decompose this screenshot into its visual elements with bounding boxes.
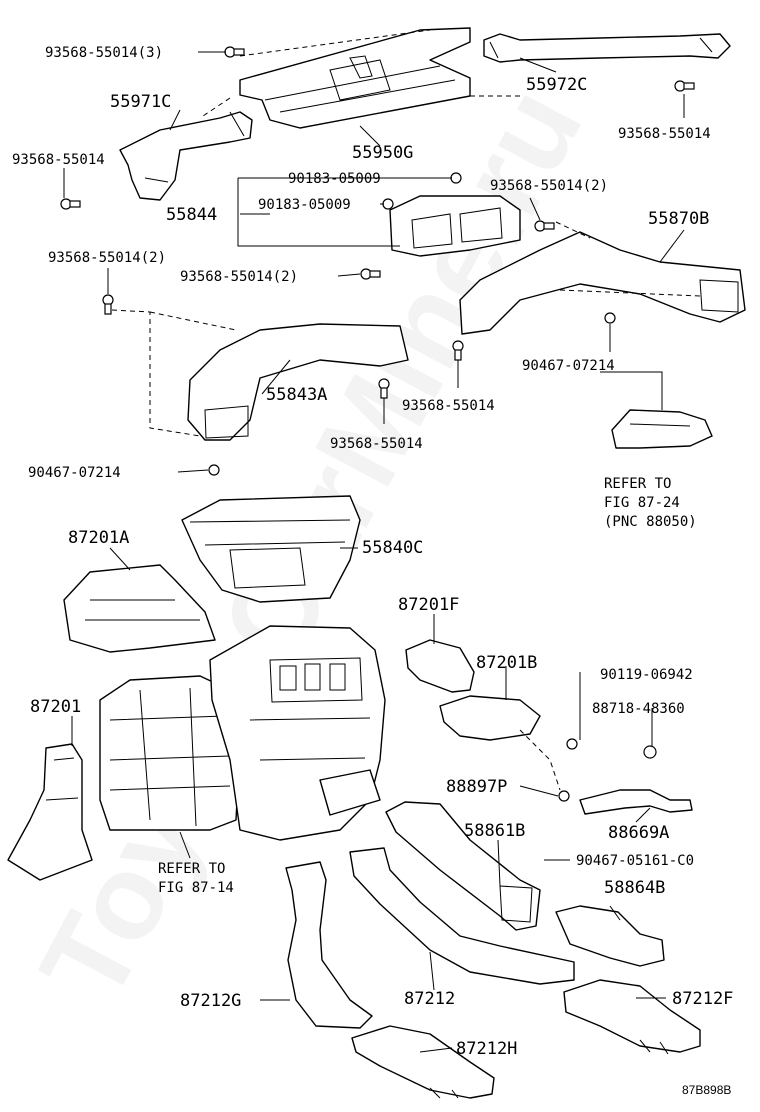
sensor-hose-88669a bbox=[558, 738, 693, 815]
bolt-icon bbox=[60, 46, 695, 476]
label-90467-07214-b: 90467-07214 bbox=[28, 465, 121, 481]
label-93568-55014-2c: 93568-55014(2) bbox=[180, 269, 298, 285]
label-87201b: 87201B bbox=[476, 653, 537, 673]
duct-58861b bbox=[385, 801, 541, 931]
label-93568-55014-2b: 93568-55014(2) bbox=[48, 250, 166, 266]
label-58864b: 58864B bbox=[604, 878, 665, 898]
refer-note-8714-line1: REFER TO bbox=[158, 861, 225, 877]
label-55972c: 55972C bbox=[526, 75, 587, 95]
label-93568-55014-d: 93568-55014 bbox=[330, 436, 423, 452]
label-88718-48360: 88718-48360 bbox=[592, 701, 685, 717]
label-55950g: 55950G bbox=[352, 143, 413, 163]
refer-note-8714-line2: FIG 87-14 bbox=[158, 880, 234, 896]
duct-87201b bbox=[439, 695, 541, 741]
label-90183-05009-a: 90183-05009 bbox=[288, 171, 381, 187]
label-55844: 55844 bbox=[166, 205, 217, 225]
refer-note-88050-line2: FIG 87-24 bbox=[604, 495, 680, 511]
diagram-code: 87B898B bbox=[682, 1083, 731, 1097]
label-93568-55014-3: 93568-55014(3) bbox=[45, 45, 163, 61]
label-55840c: 55840C bbox=[362, 538, 423, 558]
label-93568-55014-2a: 93568-55014(2) bbox=[490, 178, 608, 194]
side-duct-55870b bbox=[459, 231, 746, 335]
label-93568-55014-b: 93568-55014 bbox=[12, 152, 105, 168]
air-duct-55840c bbox=[181, 495, 361, 603]
label-87212h: 87212H bbox=[456, 1039, 517, 1059]
label-55870b: 55870B bbox=[648, 209, 709, 229]
refer-note-88050-line3: (PNC 88050) bbox=[604, 514, 697, 530]
leader-lines bbox=[63, 51, 685, 1053]
center-vent-55844 bbox=[389, 195, 521, 257]
duct-87212 bbox=[349, 847, 575, 985]
defroster-nozzle-55950g bbox=[239, 27, 471, 129]
label-87212g: 87212G bbox=[180, 991, 241, 1011]
label-55843a: 55843A bbox=[266, 385, 327, 405]
duct-87201 bbox=[7, 743, 93, 881]
duct-87212g bbox=[285, 861, 373, 1029]
duct-58864b bbox=[555, 905, 665, 967]
side-duct-55972c bbox=[483, 33, 731, 63]
hvac-unit-assembly bbox=[99, 625, 386, 841]
label-90119-06942: 90119-06942 bbox=[600, 667, 693, 683]
side-duct-55971c bbox=[119, 111, 253, 201]
label-88897p: 88897P bbox=[446, 777, 507, 797]
duct-87212h bbox=[351, 1025, 495, 1099]
duct-87201f bbox=[405, 639, 475, 693]
duct-87201a bbox=[63, 564, 216, 653]
label-87201f: 87201F bbox=[398, 595, 459, 615]
label-87212: 87212 bbox=[404, 989, 455, 1009]
label-93568-55014-c: 93568-55014 bbox=[402, 398, 495, 414]
side-duct-55843a bbox=[187, 323, 409, 441]
label-90467-05161-c0: 90467-05161-C0 bbox=[576, 853, 694, 869]
label-87201a: 87201A bbox=[68, 528, 129, 548]
duct-87212f bbox=[563, 979, 701, 1055]
refer-note-88050-line1: REFER TO bbox=[604, 476, 671, 492]
label-58861b: 58861B bbox=[464, 821, 525, 841]
label-90467-07214-a: 90467-07214 bbox=[522, 358, 615, 374]
bracket-88050 bbox=[611, 409, 713, 449]
label-55971c: 55971C bbox=[110, 92, 171, 112]
label-93568-55014-a: 93568-55014 bbox=[618, 126, 711, 142]
label-87212f: 87212F bbox=[672, 989, 733, 1009]
label-88669a: 88669A bbox=[608, 823, 669, 843]
label-87201: 87201 bbox=[30, 697, 81, 717]
label-90183-05009-b: 90183-05009 bbox=[258, 197, 351, 213]
